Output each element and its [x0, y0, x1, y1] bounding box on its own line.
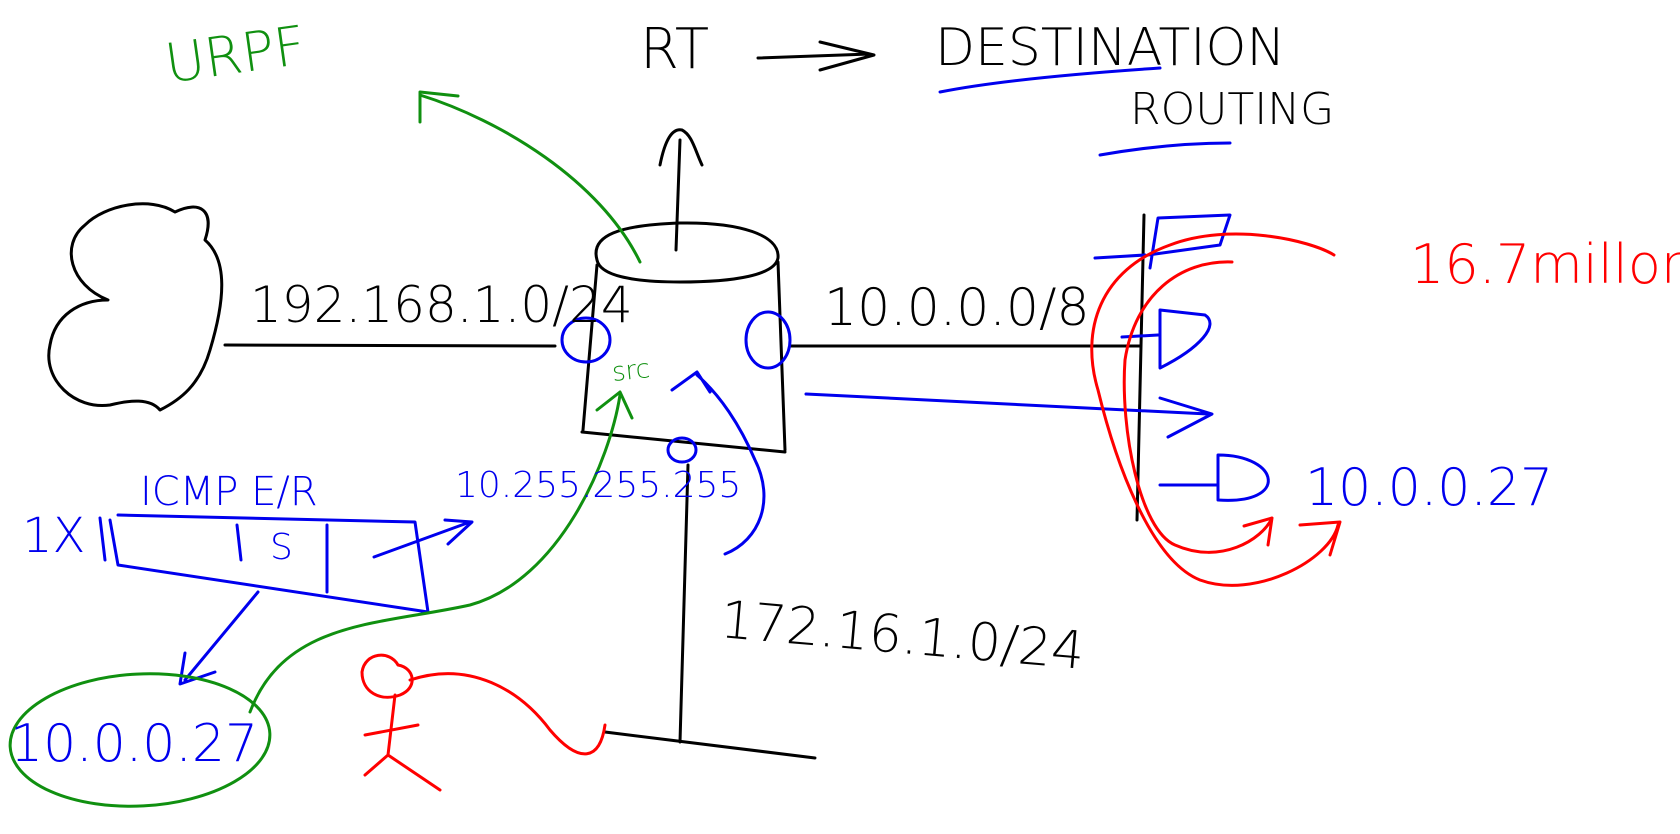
label-network-10: 10.0.0.0/8: [824, 278, 1090, 338]
interface-bottom: [666, 436, 698, 464]
interface-right: [744, 310, 792, 370]
underline-routing: [1098, 141, 1232, 157]
arrow-to-bus: [804, 392, 1214, 439]
host-1: [1093, 213, 1232, 270]
bus-line: [1135, 213, 1146, 522]
cloud-shape: [47, 202, 224, 412]
packet-box: [108, 513, 430, 614]
arrow-urpf: [418, 90, 642, 264]
label-host-10-0-0-27: 10.0.0.27: [1305, 458, 1554, 518]
label-broadcast: 10.255.255.255: [455, 465, 742, 506]
host-3: [1158, 453, 1270, 502]
arrow-loop: [670, 370, 766, 556]
label-icmp: ICMP E/R: [140, 469, 318, 515]
label-routing: ROUTING: [1130, 84, 1335, 135]
label-packet-source: S: [270, 527, 293, 568]
label-1x: 1X: [22, 508, 86, 564]
arrow-spoof: [248, 390, 634, 714]
attacker-figure: [360, 653, 442, 792]
host-circle-green: [8, 672, 272, 808]
attacker-line: [408, 672, 607, 756]
link-192: [223, 343, 557, 348]
label-16-7-million: 16.7millon: [1410, 233, 1680, 296]
interface-left: [560, 316, 612, 364]
label-host-circle: 10.0.0.27: [10, 714, 259, 774]
underline-destination: [938, 66, 1162, 94]
label-rt: RT: [640, 17, 710, 82]
link-172: [603, 463, 817, 760]
host-2: [1120, 308, 1212, 370]
arrow-down-host: [178, 590, 260, 686]
packet-marker: [98, 516, 107, 562]
arrow-up-rt: [658, 128, 704, 252]
label-network-192: 192.168.1.0/24: [250, 276, 633, 334]
packet-arrow: [372, 518, 474, 559]
reply-loop-inner: [1122, 260, 1274, 554]
arrow-rt-destination: [756, 40, 876, 72]
router-cylinder: [580, 221, 787, 454]
label-destination: DESTINATION: [935, 18, 1286, 78]
reply-loop-outer: [1090, 232, 1342, 587]
label-src: src: [610, 354, 652, 388]
